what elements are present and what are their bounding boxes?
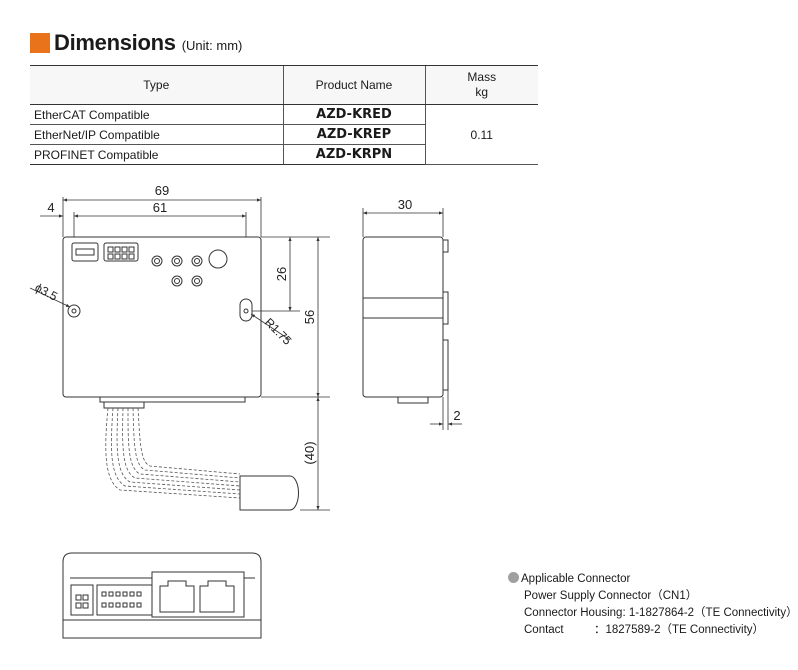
section-header: Dimensions (Unit: mm) — [30, 30, 242, 56]
bottom-view — [62, 552, 262, 639]
header-mass: Mass kg — [424, 65, 538, 105]
dim-69: 69 — [155, 183, 169, 198]
side-view — [362, 236, 449, 404]
table-row: PROFINET Compatible AZD-KRPN — [30, 144, 538, 165]
connector-line2: Connector Housing: 1-1827864-2（TE Connec… — [524, 607, 798, 619]
hole-center — [71, 308, 77, 314]
dim-2: 2 — [453, 408, 460, 423]
pin — [121, 253, 128, 260]
cable-connector — [103, 401, 145, 409]
dim-30: 30 — [398, 197, 412, 212]
connector-line1: Power Supply Connector（CN1） — [524, 590, 698, 602]
header-mass-unit: kg — [475, 85, 489, 99]
dim-61: 61 — [153, 200, 167, 215]
bullet-icon — [508, 572, 519, 583]
header-type: Type — [30, 65, 283, 105]
spec-table: Type Product Name Mass kg EtherCAT Compa… — [30, 65, 538, 165]
table-row: EtherNet/IP Compatible AZD-KREP — [30, 124, 538, 145]
side-bottom-connector — [397, 396, 429, 404]
led-indicators — [151, 249, 228, 287]
slot-center — [243, 308, 249, 314]
row-type: EtherCAT Compatible — [30, 104, 283, 125]
contact-value: ：1827589-2（TE Connectivity） — [594, 624, 765, 636]
dim-56: 56 — [302, 310, 317, 324]
header-product-name: Product Name — [282, 65, 425, 105]
pin — [107, 246, 114, 253]
row-product: AZD-KRPN — [282, 144, 425, 165]
pin — [121, 246, 128, 253]
applicable-connector-note: Applicable Connector Power Supply Connec… — [508, 571, 798, 639]
cable-plug — [239, 475, 299, 511]
dim-40: (40) — [302, 441, 317, 464]
pin — [107, 253, 114, 260]
front-view — [62, 236, 262, 409]
side-body-outline — [362, 236, 444, 398]
section-title: Dimensions — [54, 30, 176, 55]
side-tab — [442, 291, 449, 325]
cable-wires — [105, 407, 241, 499]
contact-label: Contact — [524, 624, 564, 636]
header-mass-label: Mass — [467, 70, 497, 84]
usb-slot — [75, 248, 95, 256]
pin — [128, 246, 135, 253]
row-product: AZD-KREP — [282, 124, 425, 145]
cn1-connector — [70, 584, 94, 616]
rj45-port-1 — [159, 580, 195, 613]
pin — [128, 253, 135, 260]
connector-heading: Applicable Connector — [521, 573, 631, 585]
side-tab — [442, 239, 449, 253]
mounting-hole-left — [67, 304, 81, 318]
row-product: AZD-KRED — [282, 104, 425, 125]
io-connector — [96, 584, 153, 616]
row-type: EtherNet/IP Compatible — [30, 124, 283, 145]
usb-port — [71, 242, 99, 262]
spec-table-header-row: Type Product Name Mass kg — [30, 65, 538, 105]
side-tab — [442, 339, 449, 391]
dim-radius: R1.75 — [262, 315, 295, 348]
dim-4: 4 — [47, 200, 54, 215]
table-row: EtherCAT Compatible AZD-KRED 0.11 — [30, 104, 538, 165]
rj45-port-2 — [199, 580, 235, 613]
pin — [114, 253, 121, 260]
contact-row: Contact ：1827589-2（TE Connectivity） — [508, 622, 798, 639]
bottom-rail — [99, 396, 246, 403]
row-type: PROFINET Compatible — [30, 144, 283, 165]
pin — [114, 246, 121, 253]
dim-26: 26 — [274, 267, 289, 281]
mass-value: 0.11 — [424, 104, 538, 165]
section-marker-square — [30, 33, 50, 53]
unit-label: (Unit: mm) — [181, 38, 243, 53]
